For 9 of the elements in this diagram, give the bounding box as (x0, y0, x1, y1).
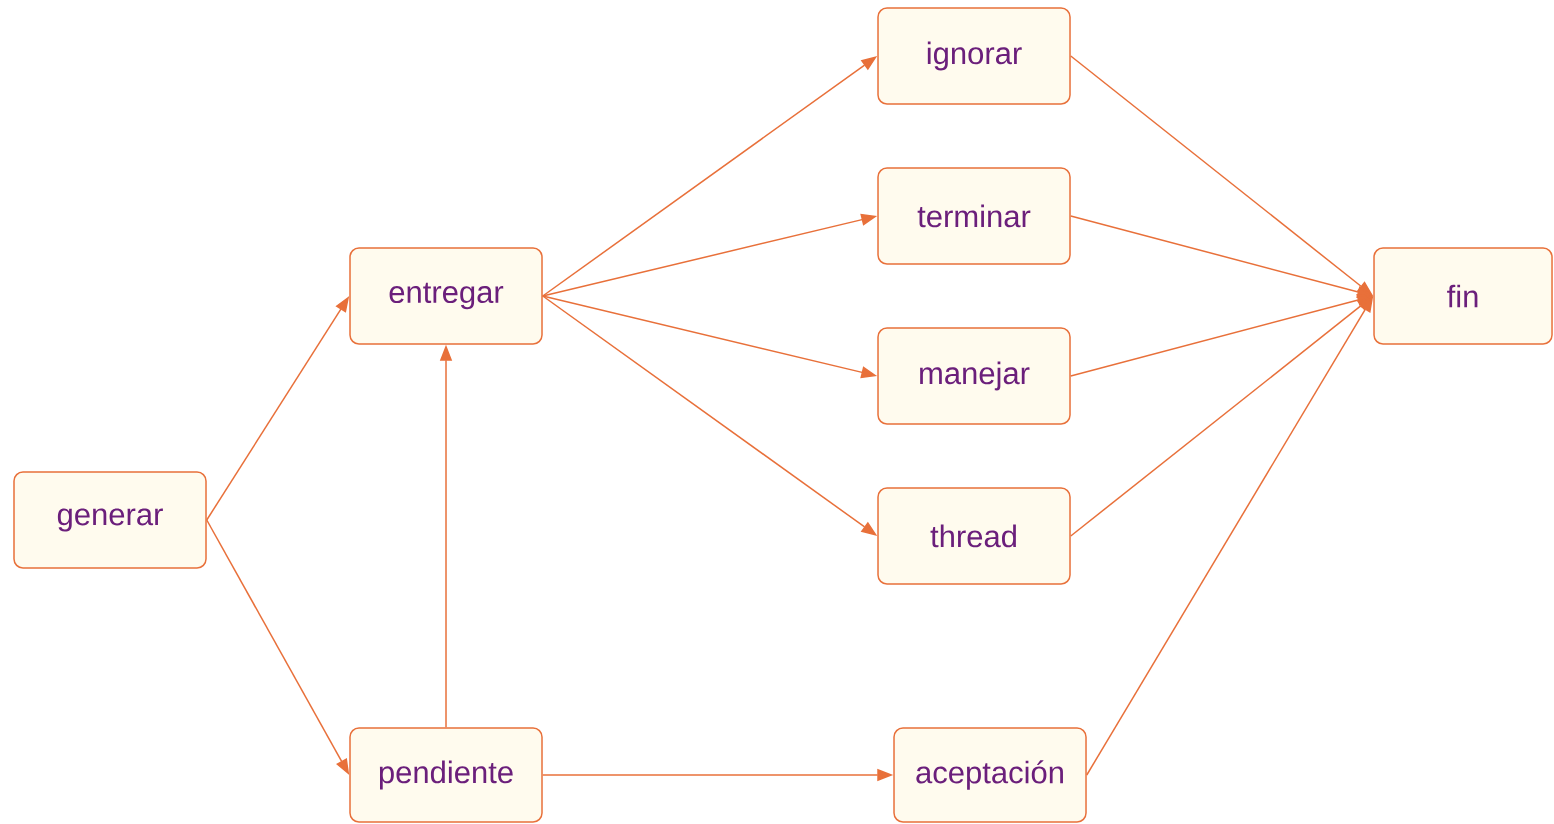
process-box: fin (1373, 247, 1553, 345)
process-box: aceptación (893, 727, 1087, 823)
process-box: manejar (877, 327, 1071, 425)
process-box: terminar (877, 167, 1071, 265)
process-box: pendiente (349, 727, 543, 823)
process-box: ignorar (877, 7, 1071, 105)
process-box: generar (13, 471, 207, 569)
process-box: thread (877, 487, 1071, 585)
process-box: entregar (349, 247, 543, 345)
